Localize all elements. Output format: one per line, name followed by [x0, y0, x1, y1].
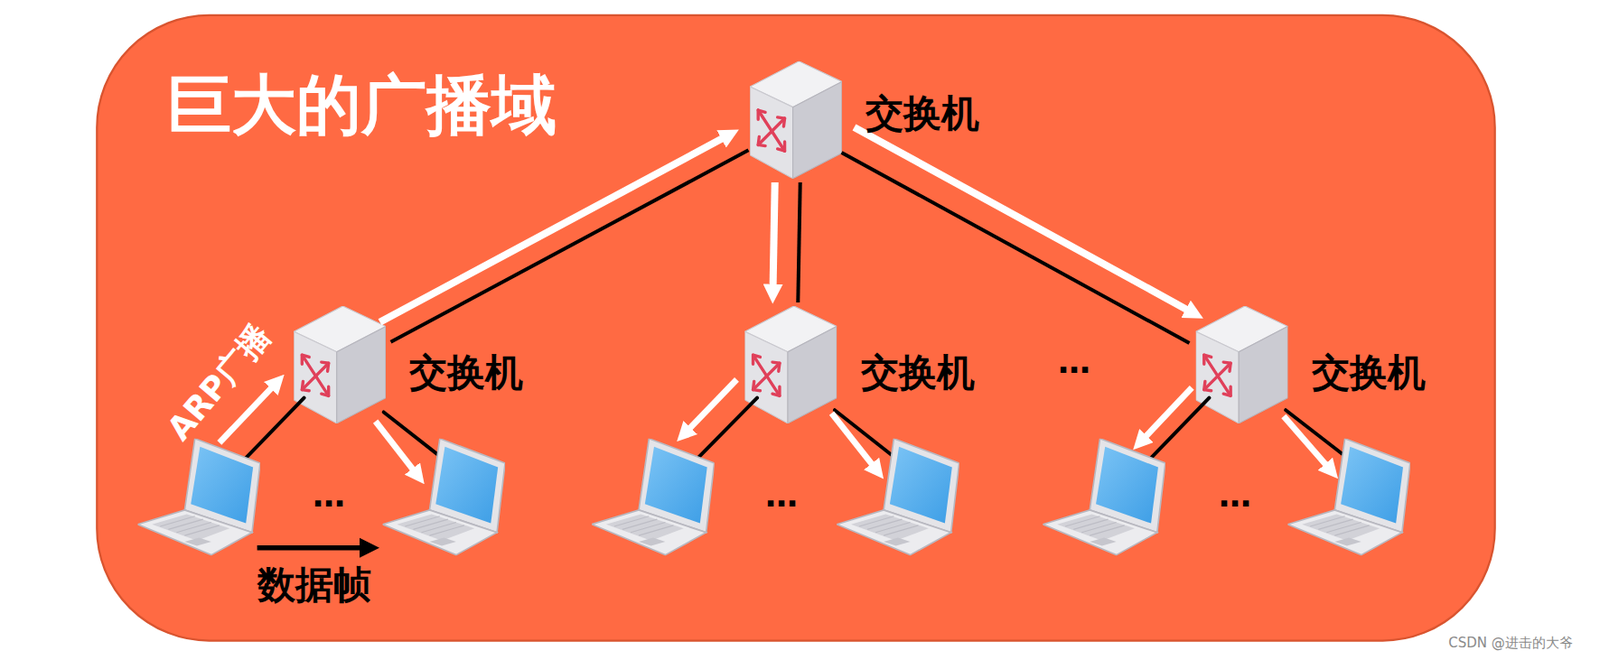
- data-frame-label: 数据帧: [257, 560, 372, 611]
- ellipsis: …: [1218, 477, 1252, 515]
- switch-label: 交换机: [1311, 351, 1426, 395]
- switch-node: 交换机: [745, 306, 838, 424]
- watermark: CSDN @进击的大爷: [1448, 635, 1573, 653]
- switch-link: [797, 182, 800, 303]
- switch-link: [842, 152, 1190, 344]
- broadcast-arrow: [773, 182, 776, 289]
- switch-node: 交换机: [749, 61, 843, 179]
- broadcast-arrow: [380, 137, 726, 323]
- diagram-title: 巨大的广播域: [166, 69, 557, 141]
- switch-label: 交换机: [409, 351, 524, 395]
- switch-node: 交换机: [1196, 306, 1289, 424]
- ellipsis: …: [765, 477, 798, 515]
- ellipsis: …: [312, 477, 346, 515]
- ellipsis: …: [1057, 343, 1091, 381]
- switch-label: 交换机: [860, 351, 975, 395]
- broadcast-domain: 巨大的广播域交换机交换机交换机交换机: [96, 15, 1496, 641]
- switch-label: 交换机: [865, 92, 980, 136]
- broadcast-arrow: [854, 127, 1190, 312]
- switch-node: 交换机: [293, 306, 386, 424]
- switch-link: [391, 149, 749, 342]
